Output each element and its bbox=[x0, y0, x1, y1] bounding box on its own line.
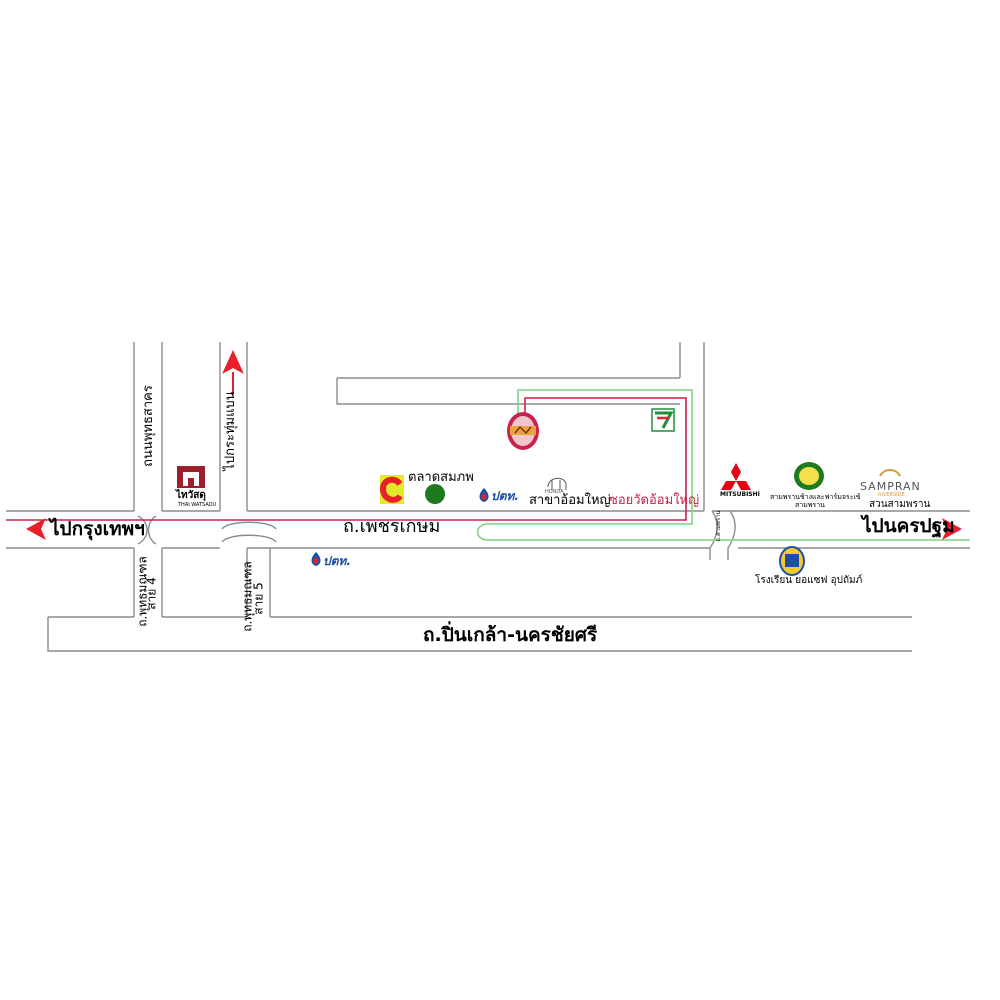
arrow-up-icon bbox=[222, 350, 244, 374]
arrow-right-icon bbox=[942, 518, 962, 540]
temple-logo-mark bbox=[514, 425, 532, 435]
pm5-label-line2: สาย 5 bbox=[251, 582, 266, 615]
school-logo bbox=[779, 546, 805, 576]
seven-logo-stripes bbox=[655, 411, 674, 429]
mitsubishi-diamond-top bbox=[731, 463, 741, 481]
honda-elephant bbox=[547, 477, 567, 490]
honda-logo bbox=[547, 477, 567, 490]
sampran-side-road-label: ถ.สามพราน bbox=[715, 510, 722, 542]
mitsubishi-logo bbox=[721, 463, 751, 490]
elephant-farm-label-1: สามพรานช้างและฟาร์มจระเข้ bbox=[770, 493, 861, 501]
thaiwatsadu-sub-label: THAI WATSADU bbox=[178, 502, 217, 508]
sampran-label-2: RIVERSIDE bbox=[878, 492, 905, 498]
temple-logo bbox=[507, 412, 539, 450]
arrows bbox=[26, 350, 962, 540]
mitsubishi-label: MITSUBISHI bbox=[720, 491, 760, 498]
southern-road-label: ถ.ปิ่นเกล้า-นครชัยศรี bbox=[423, 624, 598, 646]
ptt-drop-1-inner bbox=[481, 493, 487, 500]
seven-eleven-logo bbox=[651, 408, 675, 432]
school-logo-inner bbox=[785, 554, 799, 567]
pm4-label-line2: สาย 4 bbox=[144, 577, 159, 610]
uturn-bridge-lower bbox=[221, 534, 277, 543]
krathum-baen-label: ไปกระทุ่มแบน bbox=[223, 391, 238, 471]
ptt-logo-2 bbox=[311, 552, 321, 566]
puttharaksa-road-label: ถนนพุทธสาคร bbox=[141, 385, 156, 467]
cross-mark-2 bbox=[147, 515, 157, 545]
red-route-highway bbox=[6, 397, 687, 521]
market-label: ตลาดสมภพ bbox=[408, 470, 474, 485]
ptt-drop-2-inner bbox=[313, 557, 319, 564]
school-label: โรงเรียน ยอแซฟ อุปถัมภ์ bbox=[755, 575, 863, 586]
uturn-bridge-upper bbox=[221, 521, 277, 530]
market-logo-c bbox=[380, 476, 403, 503]
green-route-loop bbox=[476, 389, 970, 541]
elephant-farm-logo bbox=[794, 462, 824, 490]
soi-label: ซอยวัดอ้อมใหญ่ bbox=[609, 493, 700, 508]
green-route bbox=[476, 389, 970, 541]
thaiwatsadu-label: ไทวัสดุ bbox=[176, 490, 206, 501]
road-outlines bbox=[6, 342, 970, 652]
market-green-dot bbox=[425, 484, 445, 504]
east-direction-label: ไปนครปฐม bbox=[862, 515, 955, 537]
mitsubishi-diamond-left bbox=[721, 481, 736, 490]
ptt-label-2: ปตท. bbox=[323, 554, 351, 568]
sampran-label-1: SAMPRAN bbox=[860, 480, 921, 493]
elephant-farm-inner bbox=[799, 467, 819, 485]
ptt-logo-1 bbox=[479, 488, 489, 502]
southern-road-box bbox=[47, 617, 912, 652]
sampran-logo bbox=[879, 469, 901, 477]
sampran-thai-label: สวนสามพราน bbox=[869, 499, 931, 510]
thaiwatsadu-logo bbox=[177, 466, 205, 488]
main-highway-label: ถ.เพชรเกษม bbox=[343, 516, 441, 537]
sampran-sun bbox=[879, 469, 901, 477]
west-direction-label: ไปกรุงเทพฯ bbox=[50, 518, 145, 540]
market-logo bbox=[380, 475, 404, 504]
thaiwatsadu-logo-mark bbox=[183, 472, 199, 486]
east-road-frame bbox=[336, 378, 680, 405]
mitsubishi-diamond-right bbox=[736, 481, 751, 490]
cross-mark-1 bbox=[137, 515, 148, 545]
branch-label: สาขาอ้อมใหญ่ bbox=[529, 493, 611, 508]
red-route bbox=[6, 397, 687, 521]
honda-label: HONDA bbox=[545, 489, 564, 495]
arrow-left-icon bbox=[26, 518, 46, 540]
elephant-farm-label-2: สามพราน bbox=[795, 501, 825, 509]
ptt-label-1: ปตท. bbox=[491, 489, 519, 503]
sampran-side-road-w bbox=[709, 510, 718, 560]
sampran-side-road-e bbox=[727, 510, 736, 560]
